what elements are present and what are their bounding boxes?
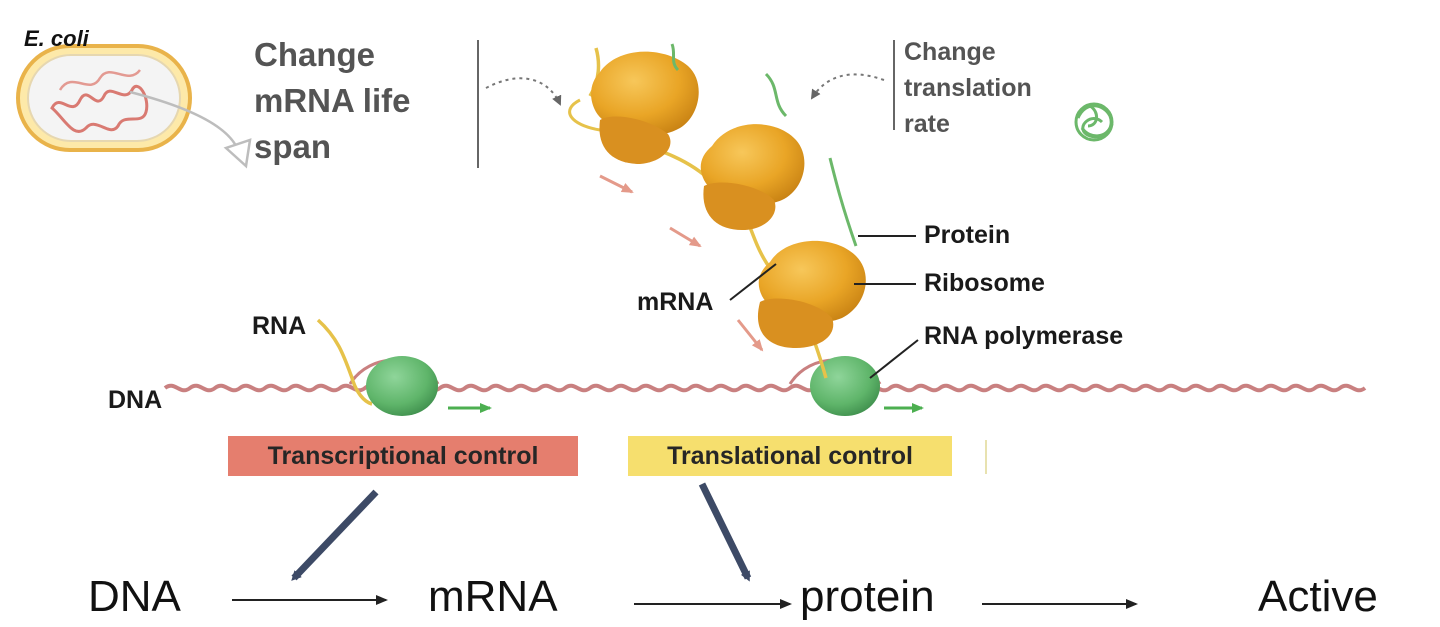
rna-transcript-left — [316, 318, 373, 406]
label-mrna: mRNA — [637, 288, 714, 316]
label-rna-polymerase: RNA polymerase — [924, 322, 1124, 350]
label-dna: DNA — [108, 386, 163, 414]
ribosome-middle — [700, 124, 805, 230]
label-protein: Protein — [924, 221, 1011, 249]
flow-protein: protein — [800, 572, 935, 621]
ecoli-cell — [16, 44, 192, 152]
folded-protein — [1074, 102, 1114, 142]
ecoli-label: E. coli — [24, 26, 89, 51]
mrna-life-span-note: Change mRNA life span — [254, 32, 410, 170]
dotted-arrow-translation-rate — [810, 73, 885, 100]
mrna-strand — [588, 47, 828, 379]
flow-active: Active — [1258, 572, 1378, 621]
life-span-line-3: span — [254, 128, 332, 165]
ecoli-pointer-arrow — [129, 90, 240, 151]
rna-polymerase-left — [366, 356, 438, 416]
ecoli-chromosome — [50, 84, 149, 133]
translational-control-box: Translational control — [628, 436, 952, 476]
translation-rate-line-3: rate — [904, 110, 950, 138]
flow-mrna: mRNA — [428, 572, 558, 621]
transcriptional-control-box: Transcriptional control — [228, 436, 578, 476]
ribosome-top — [591, 51, 699, 164]
translation-rate-line-1: Change — [904, 38, 996, 66]
dotted-arrow-life-span — [485, 77, 562, 106]
life-span-line-2: mRNA life — [254, 82, 411, 119]
label-ribosome: Ribosome — [924, 269, 1045, 297]
protein-strand-top — [670, 43, 680, 72]
leader-rna-polymerase — [869, 339, 919, 379]
arrow-translational-to-protein — [698, 482, 752, 582]
translation-rate-note: Change translation rate — [904, 34, 1032, 142]
arrow-transcriptional-to-mrna — [291, 489, 379, 581]
translation-rate-line-2: translation — [904, 74, 1032, 102]
ribosome-bottom — [757, 240, 866, 348]
dna-strand — [163, 383, 1367, 393]
protein-strand-middle — [764, 72, 788, 118]
protein-strand-bottom — [828, 157, 858, 247]
label-rna: RNA — [252, 312, 307, 340]
rna-polymerase-right — [810, 356, 880, 416]
leader-mrna — [729, 263, 777, 301]
life-span-line-1: Change — [254, 36, 376, 73]
flow-dna: DNA — [88, 572, 181, 621]
